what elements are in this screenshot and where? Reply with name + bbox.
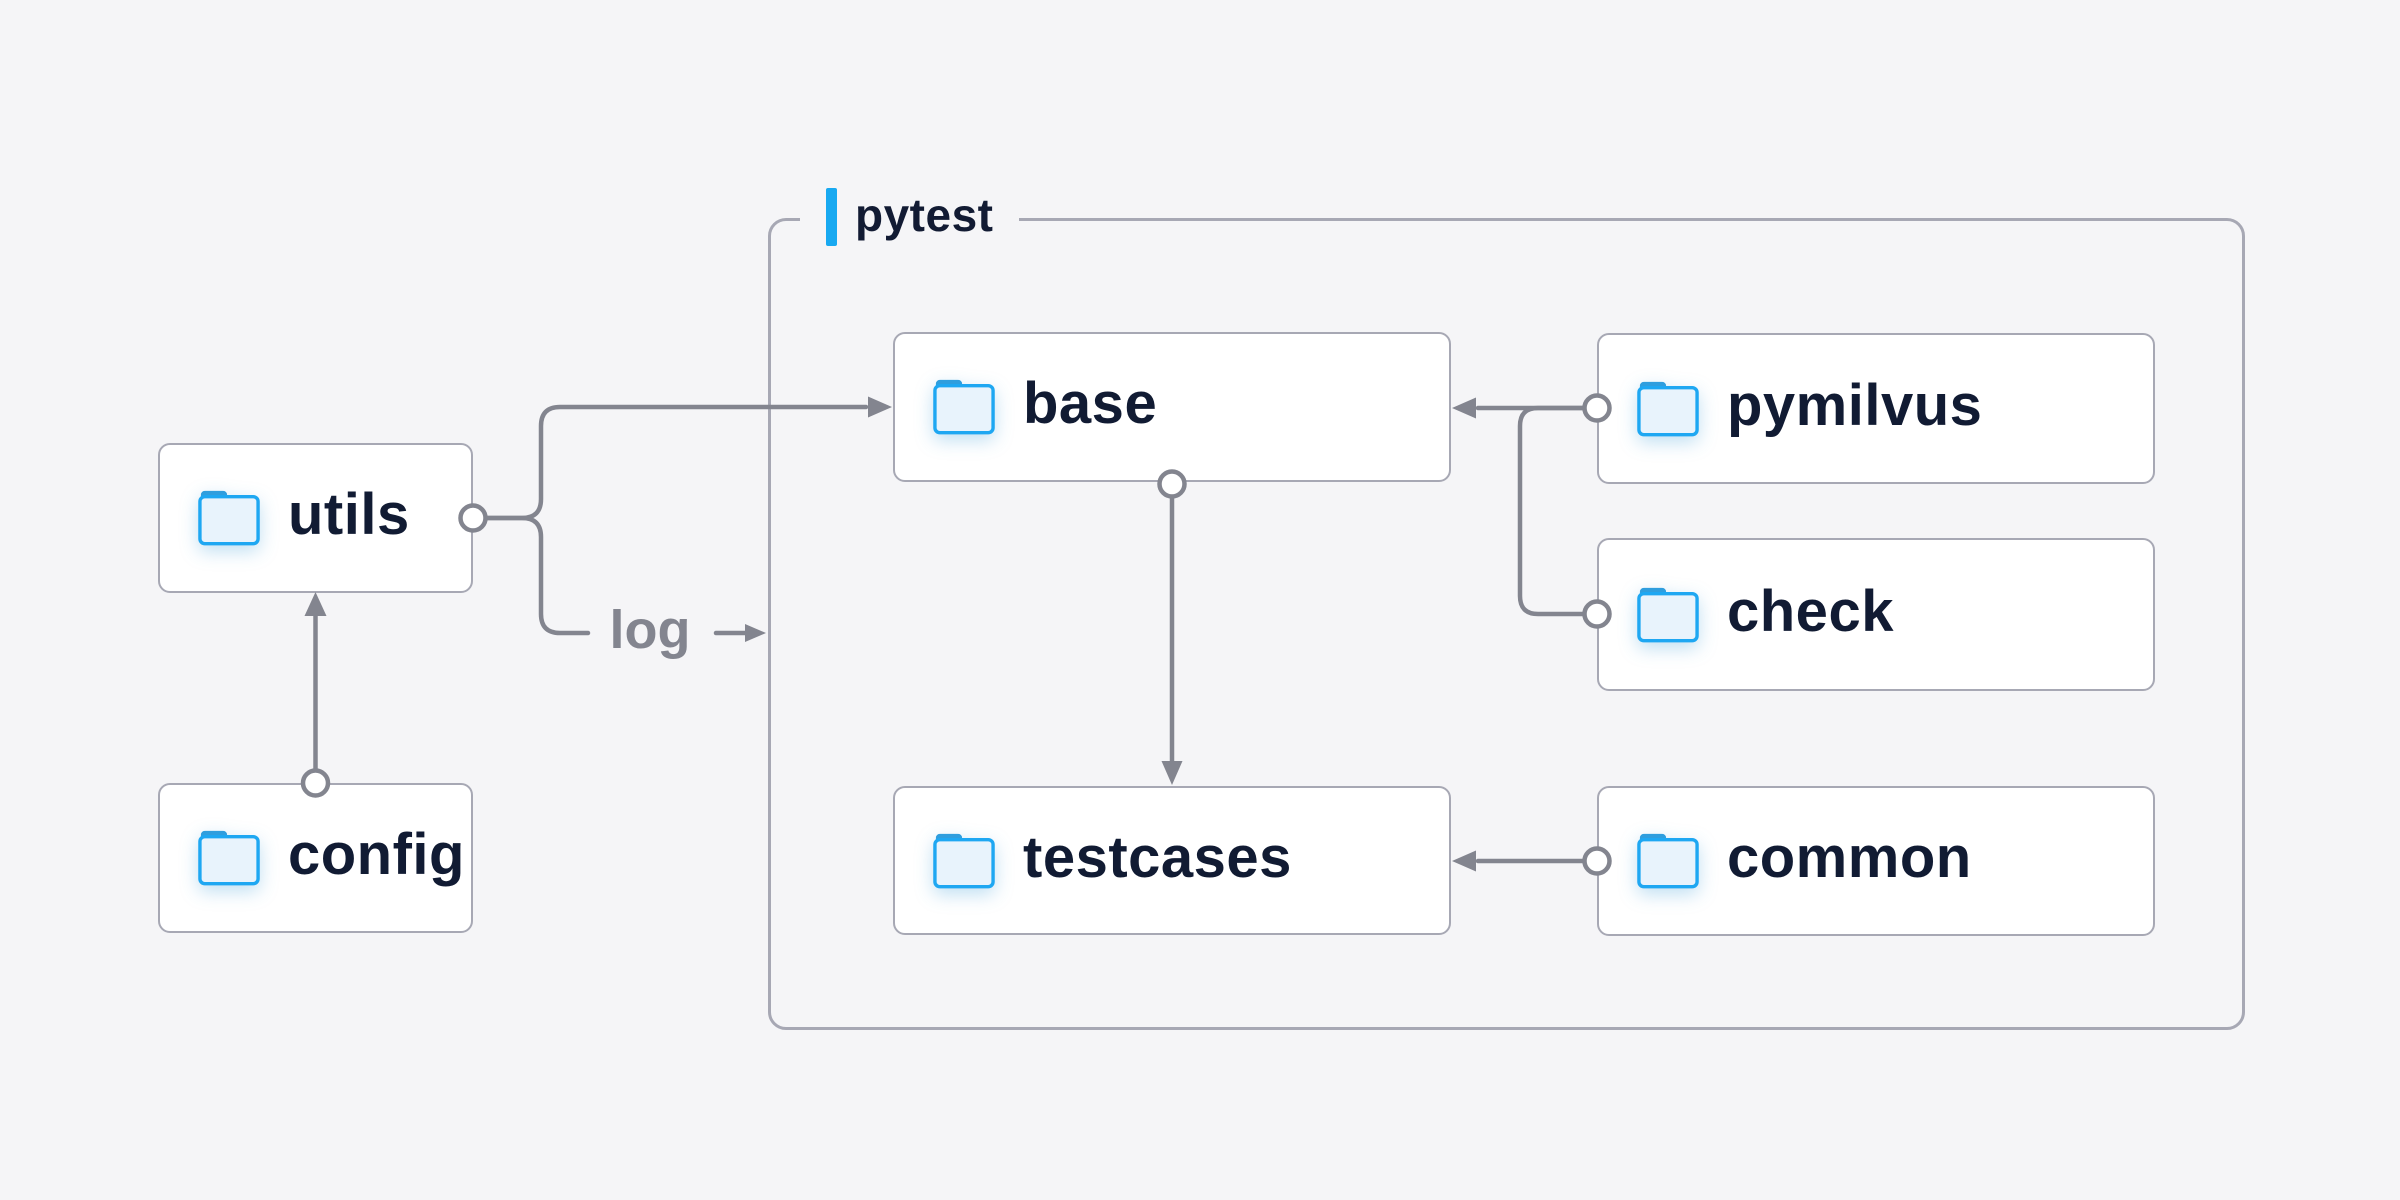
node-label: check — [1727, 578, 1894, 644]
node-testcases: testcases — [893, 786, 1451, 935]
folder-icon — [933, 833, 995, 888]
pytest-group-container — [768, 218, 2245, 1030]
node-config: config — [158, 783, 473, 933]
node-pymilvus: pymilvus — [1597, 333, 2155, 484]
folder-icon — [1637, 833, 1699, 889]
node-label: testcases — [1023, 824, 1292, 890]
node-label: utils — [288, 482, 410, 547]
accent-bar — [826, 188, 837, 246]
folder-icon — [1637, 381, 1699, 436]
node-label: base — [1023, 371, 1158, 436]
node-common: common — [1597, 786, 2155, 936]
node-base: base — [893, 332, 1451, 482]
folder-icon — [1637, 587, 1699, 642]
edge-label-log: log — [609, 599, 691, 660]
node-label: config — [288, 822, 465, 887]
node-label: pymilvus — [1727, 372, 1983, 438]
node-label: common — [1727, 825, 1972, 890]
pytest-group-label: pytest — [800, 184, 1020, 250]
pytest-group-label-text: pytest — [855, 189, 994, 241]
folder-icon — [198, 830, 260, 886]
folder-icon — [198, 490, 260, 546]
node-check: check — [1597, 538, 2155, 691]
folder-icon — [933, 379, 995, 435]
node-utils: utils — [158, 443, 473, 593]
